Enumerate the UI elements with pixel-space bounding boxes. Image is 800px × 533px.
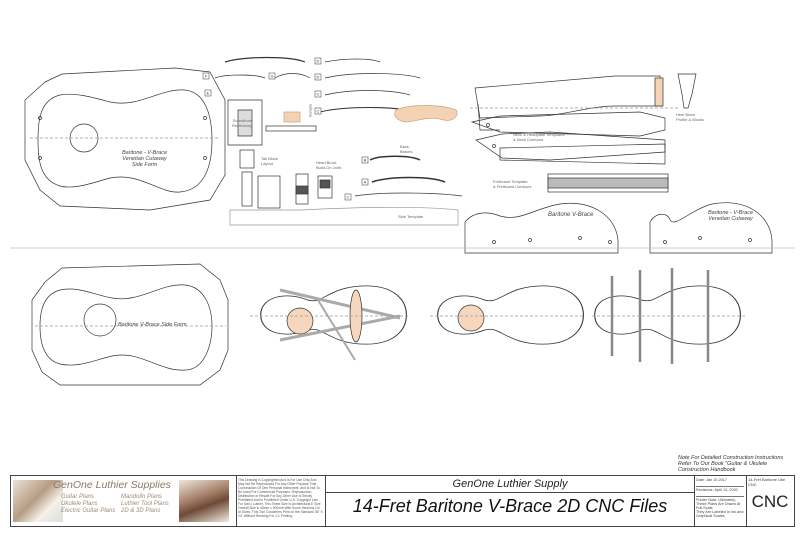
marker-letter: D [317, 59, 320, 64]
marker-d2: D [314, 73, 322, 81]
plans-item: Electric Guitar Plans [61, 508, 116, 514]
drawing-title: 14-Fret Baritone V-Brace 2D CNC Files [352, 496, 668, 516]
brace-strips-lower [354, 155, 463, 197]
label-soundhole-reinforcing: Soundhole Reinforcing [232, 118, 253, 128]
marker-d: D [314, 57, 322, 65]
marker-b: B [361, 156, 369, 164]
marker-letter: A [364, 180, 367, 185]
marker-c3: C [344, 193, 352, 201]
title-block: GenOne Luthier Supplies Guitar Plans Uku… [10, 475, 795, 527]
soundhole-reinforcing [227, 99, 263, 146]
marker-f: F [202, 72, 210, 80]
label-side-template: Side Template [398, 214, 424, 219]
marker-e: E [204, 89, 212, 97]
title-divider [326, 492, 694, 493]
sheet-code: CNC [751, 492, 789, 511]
label-back-braces: Back Braces [400, 144, 413, 154]
mold-right-b [649, 202, 773, 254]
printer-note: Printer Note: Ultimately, These Plans Ar… [696, 496, 744, 510]
title-cell: GenOne Luthier Supply 14-Fret Baritone V… [326, 476, 695, 526]
marker-g: G [268, 72, 276, 80]
company-name: GenOne Luthier Supply [452, 478, 568, 490]
label-side-form-bottom: Baritone V-Brace Side Form [118, 322, 187, 328]
date-field: Date: Jan 15 2017 [696, 478, 728, 482]
neck-headplate-template [470, 111, 666, 161]
marker-letter: C [317, 92, 320, 97]
marker-letter: G [270, 74, 273, 79]
copyright-fine-print: This Drawing Is Copyrighted And Is For U… [236, 476, 326, 526]
revision-cell: Date: Jan 15 2017 Revisions: April 13, 2… [694, 476, 747, 526]
back-brace-layout [592, 268, 746, 364]
fretboard-contours [499, 143, 669, 193]
plans-item: 2D & 3D Plans [121, 508, 161, 514]
plans-item: Luthier Tool Plans [121, 501, 169, 507]
marker-letter: F [205, 74, 208, 79]
mold-right-a [464, 202, 619, 254]
side-form-top-left [24, 67, 226, 211]
label-heel-block: Heel Block Profile & Blocks [676, 112, 705, 122]
marker-letter: C [317, 109, 320, 114]
label-mold-right-cutaway: Baritone - V-Brace Venetian Cutaway [708, 210, 754, 222]
label-neck-headplate: Neck & Headplate Templates & Neck Contou… [513, 132, 565, 142]
revision-field: Revisions: April 13, 2020 [696, 486, 744, 492]
top-brace-layout [250, 285, 410, 361]
neck-side-profile [474, 75, 664, 131]
guitar-photo-right [179, 480, 229, 522]
code-cell: 14-Fret Baritone Uke CNC CNC [746, 476, 794, 526]
brand-name: GenOne Luthier Supplies [53, 479, 171, 491]
marker-c: C [314, 90, 322, 98]
label-side-form-top: Baritone - V-Brace Venetian Cutaway Side… [122, 150, 168, 168]
marker-c2: C [314, 107, 322, 115]
plans-item: Guitar Plans [61, 494, 95, 500]
marker-letter: B [364, 158, 367, 163]
marker-letter: C [347, 195, 350, 200]
label-mold-right: Baritone V-Brace [548, 212, 594, 218]
plans-item: Mandolin Plans [121, 494, 163, 500]
head-block [295, 173, 333, 205]
plans-list-2: Mandolin Plans Luthier Tool Plans 2D & 3… [121, 494, 169, 515]
top-plate-outline [430, 285, 585, 345]
label-head-block: Head Block Build-On Joint [316, 160, 342, 170]
construction-note: Note For Detailed Construction Instructi… [678, 455, 784, 473]
bridge-plate [265, 105, 458, 132]
guitar-photo-left [13, 480, 63, 522]
label-tail-block: Tail Block Layout [261, 156, 278, 166]
marker-letter: D [317, 75, 320, 80]
label-sample: Sample [307, 103, 313, 118]
plans-list-1: Guitar Plans Ukulele Plans Electric Guit… [61, 494, 115, 515]
sheet-code-caption: 14-Fret Baritone Uke CNC [748, 477, 786, 487]
label-fretboard-templates: Fretboard Template & Fretboard Contours [493, 179, 532, 189]
heel-block-profile [677, 73, 697, 109]
marker-a: A [361, 178, 369, 186]
scale-note: They Are Labeled In Ink and Graphical Sc… [696, 510, 744, 518]
marker-letter: E [207, 91, 210, 96]
plans-item: Ukulele Plans [61, 501, 98, 507]
side-form-bottom-left [31, 263, 229, 386]
side-template [229, 207, 459, 226]
brace-strips-top [214, 56, 421, 113]
tail-block [239, 149, 281, 209]
logo-cell: GenOne Luthier Supplies Guitar Plans Uku… [11, 476, 237, 526]
